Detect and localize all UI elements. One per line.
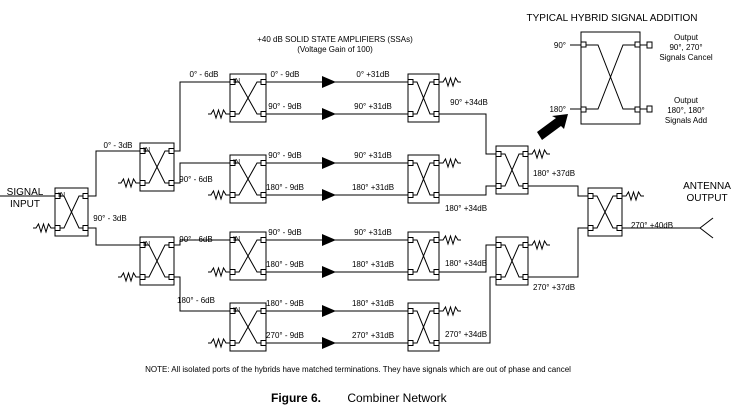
amplifier-4	[322, 189, 336, 201]
hybrid-stage3-4: IN	[229, 302, 267, 352]
pointer-arrow	[537, 114, 568, 140]
stage3-label-8: 270° - 9dB	[266, 331, 304, 340]
connection-wires	[0, 81, 714, 344]
hybrid-combiner2-upper	[495, 145, 529, 195]
hybrid-stage1: IN	[54, 187, 89, 237]
stage3-label-3: 90° - 9dB	[268, 151, 301, 160]
inset-hybrid: TYPICAL HYBRID SIGNAL ADDITION 90° 180° …	[527, 13, 713, 140]
hybrid-combiner1-1	[407, 73, 440, 123]
amp-output-label-8: 270° +31dB	[352, 331, 394, 340]
inset-out-top-1: Output	[674, 33, 699, 42]
inset-input-bottom: 180°	[549, 105, 566, 114]
hybrid-in-label: IN	[143, 241, 150, 248]
hybrid-in-label: IN	[233, 236, 240, 243]
h2b-bottom-label: 180° - 6dB	[177, 296, 215, 305]
amplifier-6	[322, 266, 336, 278]
terminations	[33, 76, 644, 349]
signal-labels: 0° - 9dB 0° +31dB 90° - 9dB 90° +31dB 90° - …	[266, 70, 488, 340]
hybrid-stage3-1: IN	[229, 73, 267, 123]
termination-stage3-4	[208, 337, 230, 349]
h2a-top-label: 0° - 6dB	[190, 70, 219, 79]
stage1-bottom-label: 90° - 3dB	[93, 214, 126, 223]
amplifier-2	[322, 108, 336, 120]
inset-out-bottom-3: Signals Add	[665, 116, 707, 125]
figure-number: Figure 6.	[271, 391, 321, 405]
termination-combiner1-4	[439, 305, 461, 317]
termination-stage2-upper	[118, 177, 140, 189]
inset-out-top-2: 90°, 270°	[669, 43, 702, 52]
amplifier-8	[322, 337, 336, 349]
hybrid-stage3-2: IN	[229, 154, 267, 204]
termination-final	[622, 190, 644, 202]
figure-title: Combiner Network	[347, 391, 447, 405]
hybrid-in-label: IN	[58, 192, 65, 199]
hybrid-stage2-lower: IN	[139, 236, 175, 286]
stage3-label-6: 180° - 9dB	[266, 260, 304, 269]
termination-stage3-2	[208, 189, 230, 201]
amp-output-label-1: 0° +31dB	[356, 70, 389, 79]
termination-combiner1-2	[439, 157, 461, 169]
inset-out-bottom-2: 180°, 180°	[667, 106, 705, 115]
termination-stage1	[33, 222, 55, 234]
inset-title: TYPICAL HYBRID SIGNAL ADDITION	[527, 13, 698, 24]
note-text: NOTE: All isolated ports of the hybrids …	[145, 365, 571, 374]
termination-stage2-lower	[118, 271, 140, 283]
final-output-label: 270° +40dB	[631, 221, 673, 230]
signal-input-label-1: SIGNAL	[7, 187, 44, 198]
combiner1-label-4: 270° +34dB	[445, 330, 487, 339]
combiner1-label-1: 90° +34dB	[450, 98, 488, 107]
h2a-bottom-label: 90° - 6dB	[179, 175, 212, 184]
amplifier-5	[322, 234, 336, 246]
hybrid-combiner1-3	[407, 231, 440, 281]
amplifier-3	[322, 157, 336, 169]
comb2-upper-label: 180° +37dB	[533, 169, 575, 178]
hybrid-in-label: IN	[233, 78, 240, 85]
amp-title: +40 dB SOLID STATE AMPLIFIERS (SSAs)	[257, 35, 413, 44]
amp-output-label-7: 180° +31dB	[352, 299, 394, 308]
stage3-label-5: 90° - 9dB	[268, 228, 301, 237]
stage3-label-1: 0° - 9dB	[271, 70, 300, 79]
inset-input-top: 90°	[554, 41, 566, 50]
inset-cross-2	[586, 44, 635, 110]
comb2-lower-label: 270° +37dB	[533, 283, 575, 292]
amp-output-label-4: 180° +31dB	[352, 183, 394, 192]
hybrid-combiner2-lower	[495, 236, 529, 286]
hybrid-stage3-3: IN	[229, 231, 267, 281]
hybrid-final	[587, 187, 623, 237]
amplifier-1	[322, 76, 336, 88]
hybrid-in-label: IN	[233, 307, 240, 314]
amp-output-label-6: 180° +31dB	[352, 260, 394, 269]
termination-combiner1-3	[439, 234, 461, 246]
hybrid-in-label: IN	[233, 159, 240, 166]
amplifier-7	[322, 305, 336, 317]
termination-combiner2-lower	[528, 239, 550, 251]
termination-stage3-3	[208, 266, 230, 278]
antenna-output-label-2: OUTPUT	[686, 193, 727, 204]
termination-stage3-1	[208, 108, 230, 120]
termination-combiner2-upper	[528, 148, 550, 160]
hybrid-combiner1-2	[407, 154, 440, 204]
amp-output-label-5: 90° +31dB	[354, 228, 392, 237]
combiner1-label-3: 180° +34dB	[445, 259, 487, 268]
stage1-top-label: 0° - 3dB	[104, 141, 133, 150]
hybrid-in-label: IN	[143, 147, 150, 154]
signal-input-label-2: INPUT	[10, 199, 40, 210]
antenna-output-label-1: ANTENNA	[683, 181, 731, 192]
stage3-label-2: 90° - 9dB	[268, 102, 301, 111]
amp-output-label-3: 90° +31dB	[354, 151, 392, 160]
amp-subtitle: (Voltage Gain of 100)	[297, 45, 373, 54]
amplifiers	[322, 76, 336, 349]
stage3-label-7: 180° - 9dB	[266, 299, 304, 308]
hybrid-combiner1-4	[407, 302, 440, 352]
stage3-label-4: 180° - 9dB	[266, 183, 304, 192]
termination-combiner1-1	[439, 76, 461, 88]
combiner1-label-2: 180° +34dB	[445, 204, 487, 213]
hybrid-stage2-upper: IN	[139, 142, 175, 192]
amp-output-label-2: 90° +31dB	[354, 102, 392, 111]
hybrid-couplers: IN IN IN IN IN IN IN	[54, 73, 623, 352]
inset-out-top-3: Signals Cancel	[659, 53, 713, 62]
inset-out-bottom-1: Output	[674, 96, 699, 105]
